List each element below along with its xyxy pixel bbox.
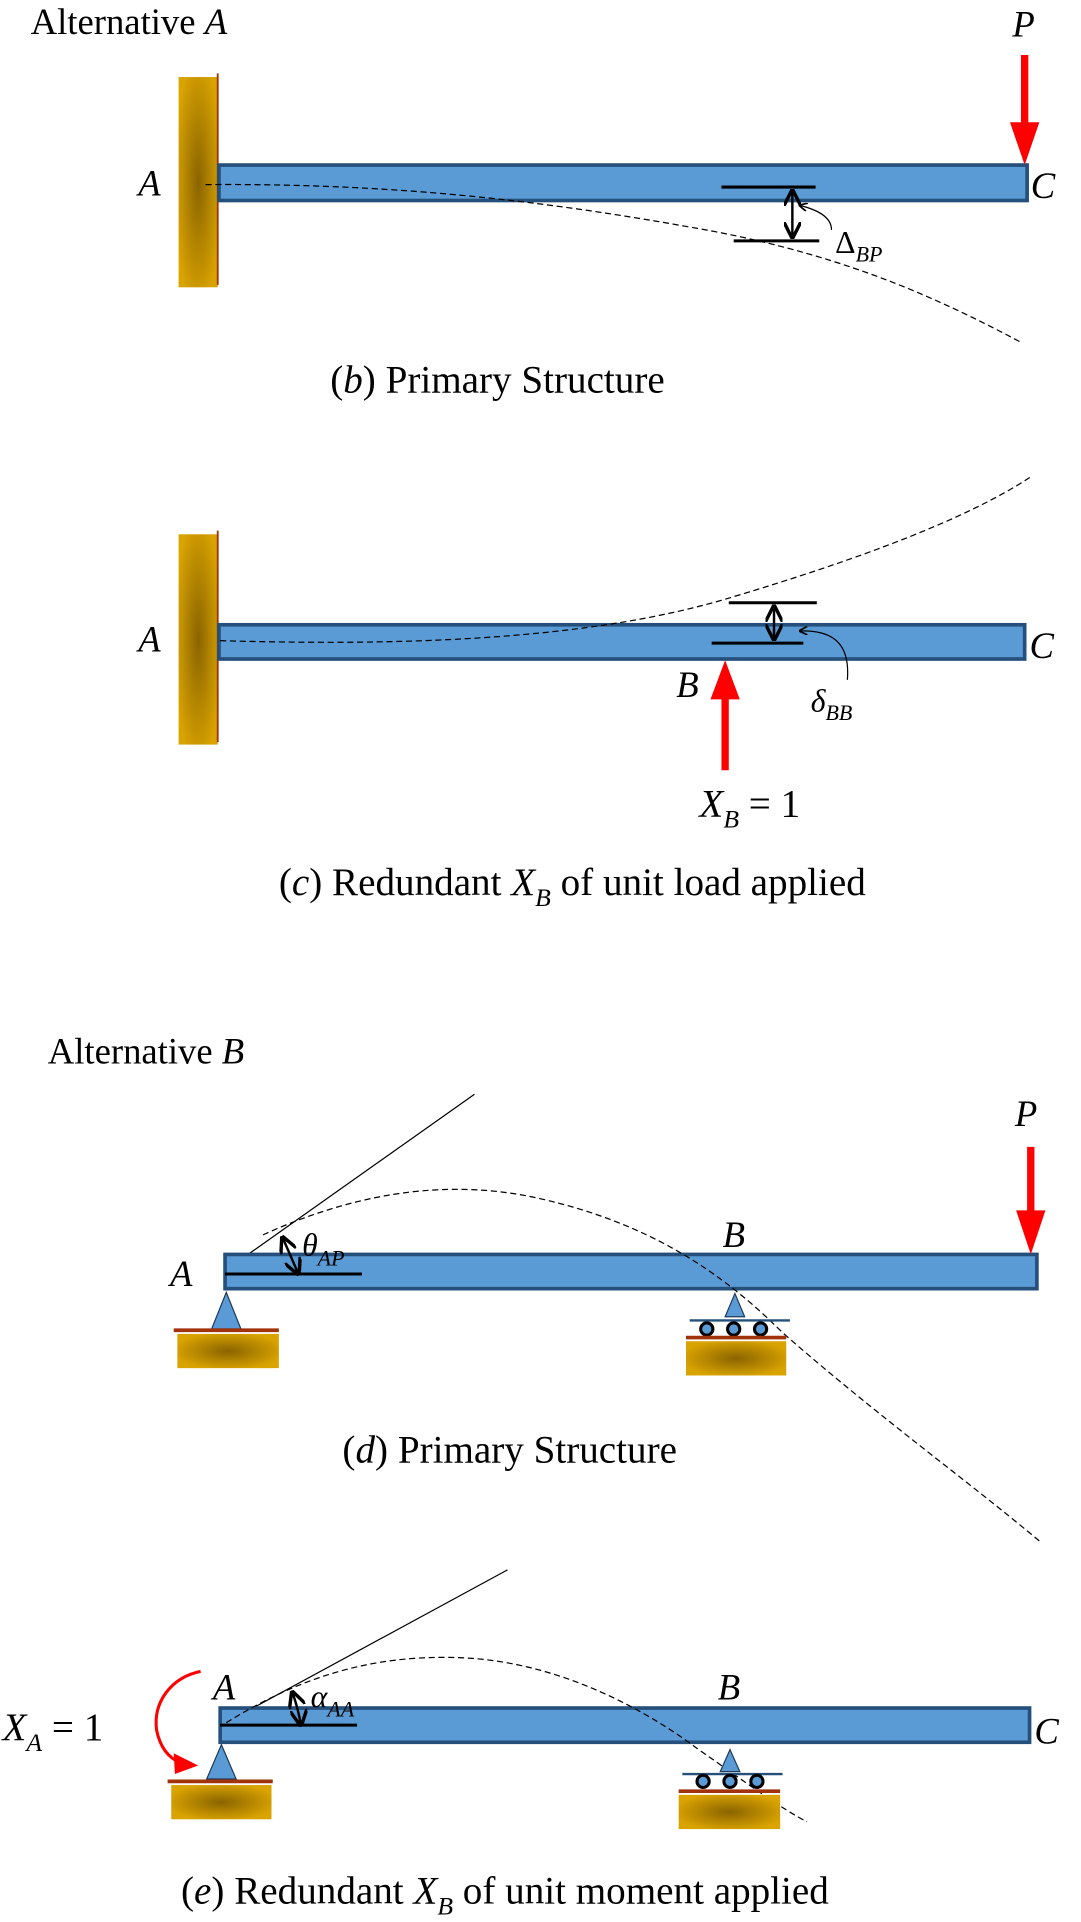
unit-moment-arrow-head: [173, 1753, 199, 1775]
rotation-label-alpha-aa: αAA: [311, 1679, 355, 1722]
fixed-support-wall: [178, 534, 218, 745]
rotation-label-theta-ap: θAP: [302, 1228, 344, 1271]
deflected-shape: [225, 1656, 808, 1823]
node-label-a: A: [136, 163, 161, 204]
roller-wheel: [699, 1321, 715, 1337]
load-arrow-head: [1009, 122, 1040, 166]
tangent-line: [221, 1569, 508, 1726]
panel-b-primary-structure: P A C ΔBP (b) Primary Structure: [136, 4, 1056, 402]
pin-support-ground: [177, 1333, 279, 1369]
redundant-label-xb: XB = 1: [697, 783, 800, 834]
pin-support-ground: [171, 1785, 272, 1820]
roller-wheel: [722, 1773, 738, 1790]
node-label-c: C: [1034, 1710, 1059, 1751]
panel-e-redundant-unit-moment: A B C αAA XA = 1 (e) Redundant XB of uni…: [1, 1569, 1059, 1921]
rotation-arc-arrow: [292, 1692, 301, 1725]
pin-support-triangle: [205, 1743, 237, 1780]
roller-wheel: [695, 1773, 711, 1790]
beam: [223, 1252, 1039, 1291]
tangent-line: [223, 1093, 475, 1273]
caption-e: (e) Redundant XB of unit moment applied: [181, 1870, 829, 1921]
redundant-label-xa: XA = 1: [1, 1706, 104, 1757]
panel-d-primary-structure: P A B θAP (d) Primary Structure: [168, 1093, 1046, 1544]
caption-b: (b) Primary Structure: [330, 358, 665, 401]
node-label-c: C: [1030, 625, 1055, 666]
unit-moment-arc: [154, 1669, 201, 1765]
roller-support-ground: [685, 1341, 787, 1376]
node-label-b: B: [676, 664, 698, 705]
deflected-shape: [205, 183, 1022, 343]
node-label-c: C: [1031, 165, 1056, 206]
load-label-p: P: [1011, 4, 1034, 45]
roller-wheel: [726, 1321, 742, 1337]
load-arrow-head: [1016, 1210, 1046, 1255]
rotation-arc-arrow: [283, 1237, 299, 1274]
node-label-a: A: [211, 1666, 236, 1707]
fixed-support-wall: [178, 77, 218, 288]
roller-support-triangle: [719, 1748, 741, 1773]
panel-c-redundant-unit-load: A B C δBB XB = 1 (c) Redundant XB of uni…: [136, 476, 1055, 912]
deflection-label-delta-bp: ΔBP: [835, 225, 882, 267]
caption-d: (d) Primary Structure: [342, 1428, 677, 1471]
alternative-a-heading: Alternative A: [31, 1, 228, 42]
node-label-b: B: [723, 1214, 745, 1255]
alternative-b-heading: Alternative B: [48, 1031, 244, 1072]
load-label-p: P: [1014, 1093, 1037, 1134]
pin-support-triangle: [210, 1290, 242, 1330]
redundant-load-arrow-head: [710, 660, 740, 700]
node-label-a: A: [136, 619, 161, 660]
caption-c: (c) Redundant XB of unit load applied: [279, 861, 866, 912]
roller-support-ground: [678, 1794, 781, 1830]
node-label-b: B: [718, 1666, 740, 1707]
deflected-shape: [262, 1188, 1043, 1544]
beam: [217, 163, 1029, 203]
deflection-label-delta-bb: δBB: [811, 684, 853, 726]
deflection-leader-arrow: [800, 205, 833, 230]
deflection-leader-arrow: [800, 631, 849, 680]
roller-wheel: [749, 1773, 765, 1790]
node-label-a: A: [168, 1253, 193, 1294]
deflected-shape: [220, 476, 1032, 643]
roller-wheel: [752, 1321, 769, 1337]
roller-support-triangle: [724, 1291, 746, 1318]
